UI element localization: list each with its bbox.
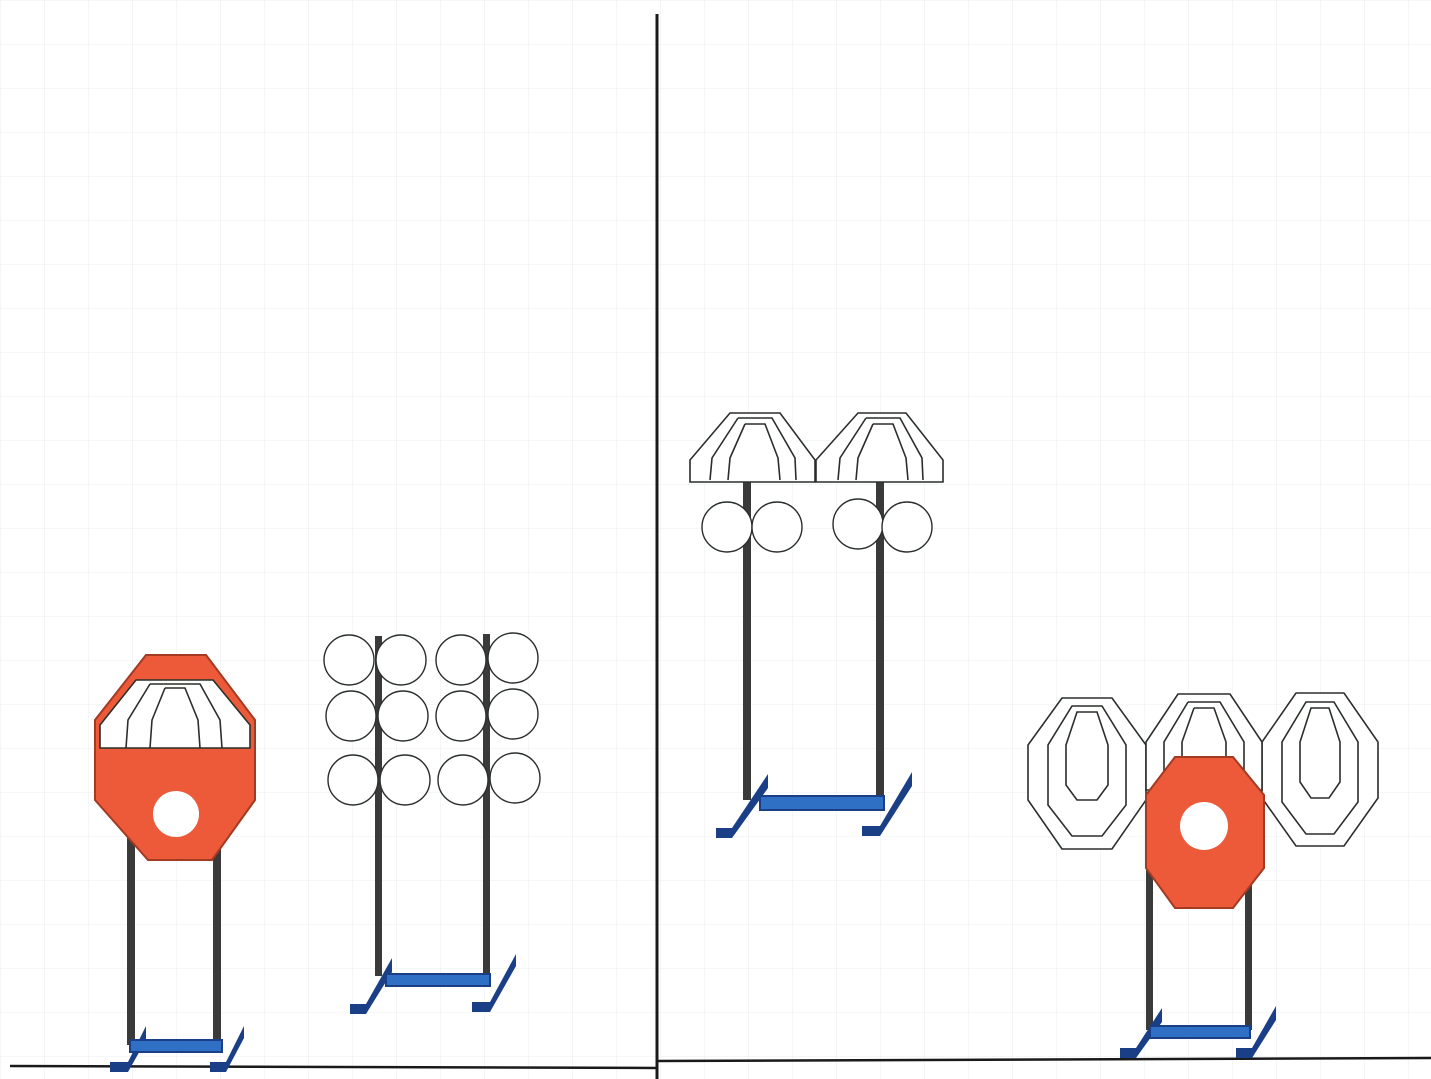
plate bbox=[323, 634, 375, 686]
blue-base bbox=[350, 954, 516, 1014]
orange-popper-stand bbox=[94, 654, 256, 1072]
post-left bbox=[375, 636, 382, 976]
blue-base bbox=[110, 1026, 244, 1072]
plate-row bbox=[701, 498, 933, 553]
plate bbox=[325, 690, 377, 742]
blue-base bbox=[1120, 1006, 1276, 1058]
plate bbox=[487, 632, 539, 684]
post-right bbox=[1245, 870, 1252, 1030]
popper-head-left bbox=[689, 412, 816, 483]
plate bbox=[832, 498, 884, 550]
plate bbox=[489, 752, 541, 804]
popper-hole bbox=[153, 791, 199, 837]
plate bbox=[375, 634, 427, 686]
plate bbox=[379, 754, 431, 806]
plate-rack-stand bbox=[323, 632, 541, 1014]
plate bbox=[881, 501, 933, 553]
triple-target-stand bbox=[1027, 692, 1379, 1058]
post-right bbox=[483, 634, 490, 974]
plate-grid bbox=[323, 632, 541, 806]
plate bbox=[437, 754, 489, 806]
post-left bbox=[1146, 870, 1153, 1030]
outline-target-right bbox=[1261, 692, 1379, 847]
popper-upper-cutout bbox=[99, 679, 251, 749]
double-popper-stand bbox=[689, 412, 944, 838]
plate bbox=[377, 690, 429, 742]
post-left bbox=[743, 480, 751, 800]
plate bbox=[487, 688, 539, 740]
plate bbox=[327, 754, 379, 806]
post-left bbox=[127, 820, 135, 1045]
blue-base bbox=[716, 772, 912, 838]
orange-target-hole bbox=[1180, 802, 1228, 850]
outline-target-left bbox=[1027, 697, 1147, 850]
popper-head-right bbox=[815, 412, 944, 483]
post-right bbox=[876, 480, 884, 800]
plate bbox=[751, 501, 803, 553]
ground-line-right bbox=[656, 1056, 1431, 1063]
plate bbox=[701, 501, 753, 553]
plate bbox=[435, 690, 487, 742]
plate bbox=[435, 634, 487, 686]
post-right bbox=[213, 820, 221, 1045]
